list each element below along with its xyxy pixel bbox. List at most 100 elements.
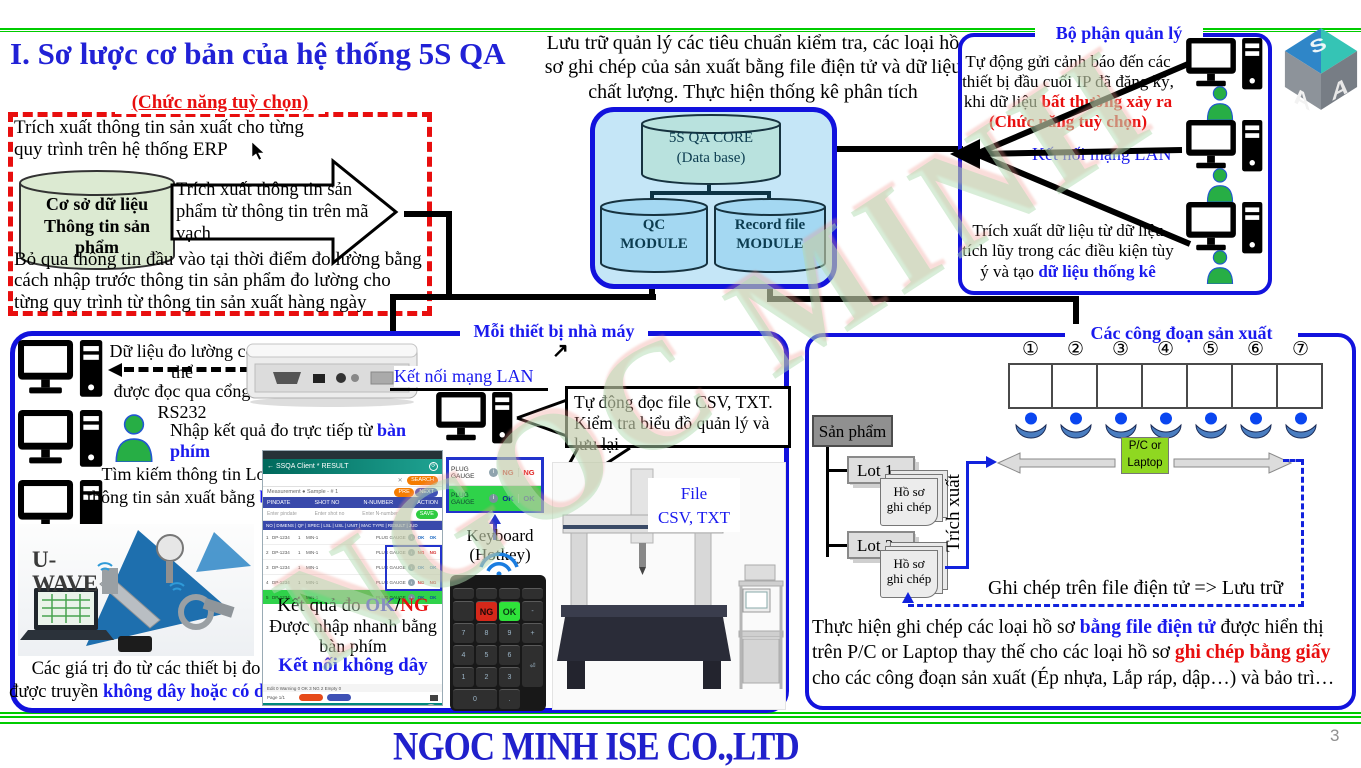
core-connector-v2: [650, 193, 654, 200]
connector-process-v: [1073, 296, 1079, 334]
tablet-blank-area: [263, 604, 442, 684]
result-text-block: Kết quả đo OK/NG Được nhập nhanh bằng bà…: [269, 595, 437, 677]
mouse-cursor-icon: [252, 142, 265, 161]
workstation-cell: [1143, 363, 1188, 409]
uwave-label: U-WAVE: [32, 547, 99, 597]
tablet-callout-rect: [385, 545, 442, 591]
erp-text-top: Trích xuất thông tin sản xuất cho từng q…: [14, 117, 304, 160]
product-db-cylinder: [19, 170, 175, 270]
erp-box-label: (Chức năng tuỳ chọn): [115, 92, 325, 114]
refresh-icon: ⟳: [429, 462, 438, 471]
lan-fan-arrows: [950, 61, 1192, 247]
tablet-filter-row: Measurement ● Sample - # 1 PRE NEXT: [263, 487, 442, 497]
worker-icon: [1194, 412, 1228, 439]
keyboard-direct-text: Nhập kết quả đo trực tiếp từ bàn phím: [170, 420, 406, 461]
worker-icon: [1059, 412, 1093, 439]
uwave-graphic: [20, 530, 251, 652]
logo-letter-top: S: [1307, 33, 1330, 58]
connector-factory-v: [390, 294, 396, 332]
connector-mgmt-h: [836, 146, 963, 152]
core-db-cylinder: [641, 114, 781, 185]
file-csv-label: File CSV, TXT: [648, 478, 740, 532]
workstation-cells: [1008, 363, 1323, 409]
wireless-text: Các giá trị đo từ các thiết bị đo được t…: [9, 659, 283, 703]
product-label: Sản phẩm: [812, 415, 893, 447]
core-connector-v3: [767, 193, 771, 200]
core-db-label: 5S QA CORE (Data base): [668, 130, 754, 166]
page-title: I. Sơ lược cơ bản của hệ thống 5S QA: [10, 36, 506, 71]
tablet-table-row: 3 DP-1234 1 MIN-1 PLUG GAUGE i OK OK: [263, 560, 442, 575]
record-module-label: Record file MODULE: [734, 217, 806, 252]
barcode-extract-text: Trích xuất thông tin sản phẩm từ thông t…: [176, 180, 369, 244]
computer-icon: [18, 340, 104, 402]
keypad-top: [453, 578, 543, 588]
extract-arrow-hb: [945, 566, 969, 569]
keypad-minirow: [453, 588, 543, 599]
tablet-statusbar: [263, 451, 442, 459]
csv-bubble-tail: [516, 398, 568, 438]
connector-mid-h: [390, 294, 656, 300]
barcode-extract-arrow: [170, 157, 399, 267]
tablet-table-row: 2 DP-1234 1 MIN-1 PLUG GAUGE i NG NG: [263, 545, 442, 560]
pager-button-orange: [299, 694, 324, 701]
lot-tree-h2: [826, 544, 848, 547]
worker-icon: [1104, 412, 1138, 439]
storage-dash-right: [1301, 459, 1304, 607]
tablet-next-button: NEXT: [415, 487, 438, 497]
computer-icon: [436, 392, 514, 448]
storage-dash-top: [1283, 459, 1302, 462]
flow-arrow-left: [997, 452, 1116, 474]
csv-bubble: Tự động đọc file CSV, TXT. Kiểm tra biểu…: [565, 386, 791, 454]
management-alert-text: Tự động gửi cảnh báo đến các thiết bị đầ…: [962, 52, 1174, 132]
extract-arrow-v: [966, 461, 969, 569]
ne-arrow-icon: ↗: [552, 340, 569, 362]
electronic-note: Ghi chép trên file điện tử => Lưu trữ: [988, 577, 1283, 599]
footer-company: NGOC MINH ISE CO.,LTD: [393, 725, 800, 768]
connector-left-h1: [404, 211, 452, 217]
arrow-left-head: [108, 363, 122, 377]
storage-dash-arrowhead: [902, 592, 914, 603]
bottom-rule-1: [0, 712, 1361, 714]
lot-tree-h1: [826, 469, 848, 472]
rs232-text-line2: được đọc qua cổng RS232: [113, 381, 251, 422]
lot-tree-v: [826, 447, 829, 557]
worker-icon: [1284, 412, 1318, 439]
tablet-pre-button: PRE: [394, 487, 414, 497]
tablet-save-button: SAVE: [415, 509, 438, 519]
arrow-dash: [124, 367, 250, 372]
bottom-rule-2: [0, 716, 1361, 718]
workstation-cell: [1233, 363, 1278, 409]
pager-button-blue: [327, 694, 352, 701]
workstation-cell: [1188, 363, 1233, 409]
bottom-rule-3: [0, 722, 1361, 724]
worker-icon: [1014, 412, 1048, 439]
storage-dash-bottom: [908, 604, 1304, 607]
extract-arrow-ht: [966, 461, 988, 464]
qc-module-label: QC MODULE: [620, 217, 688, 252]
erp-text-bottom: Bỏ qua thông tin đầu vào tại thời điểm đ…: [14, 249, 422, 313]
extract-vertical-label: Trích xuất: [943, 474, 964, 552]
rs232-device-photo: [246, 343, 418, 407]
operator-icon: [1202, 86, 1238, 120]
info-icon: i: [489, 494, 498, 503]
tablet-table-row: 4 DP-1234 1 MIN-1 PLUG GAUGE i NG NG: [263, 575, 442, 590]
close-icon: ✕: [397, 477, 403, 484]
hotkey-keypad: NG OK - 7 8 9 + 4 5 6 ⏎ 1 2 3 0 .: [450, 575, 546, 711]
tablet-input-row: Enter pindate Enter shot no Enter N-numb…: [263, 508, 442, 521]
shotno-input: Enter shot no: [314, 511, 345, 517]
top-rule-1: [0, 28, 1361, 30]
operator-icon: [1202, 250, 1238, 284]
info-icon: i: [408, 593, 415, 601]
connector-right-h: [767, 296, 1079, 302]
factory-lan-label: Kết nối mạng LAN: [394, 366, 534, 387]
product-db-label: Cơ sở dữ liệu Thông tin sản phẩm: [43, 194, 151, 258]
footer-page-number: 3: [1330, 726, 1340, 745]
core-connector-h: [650, 191, 771, 195]
top-rule-2: [0, 31, 1361, 32]
record-module-cylinder: [714, 198, 826, 273]
info-icon: i: [408, 578, 415, 586]
